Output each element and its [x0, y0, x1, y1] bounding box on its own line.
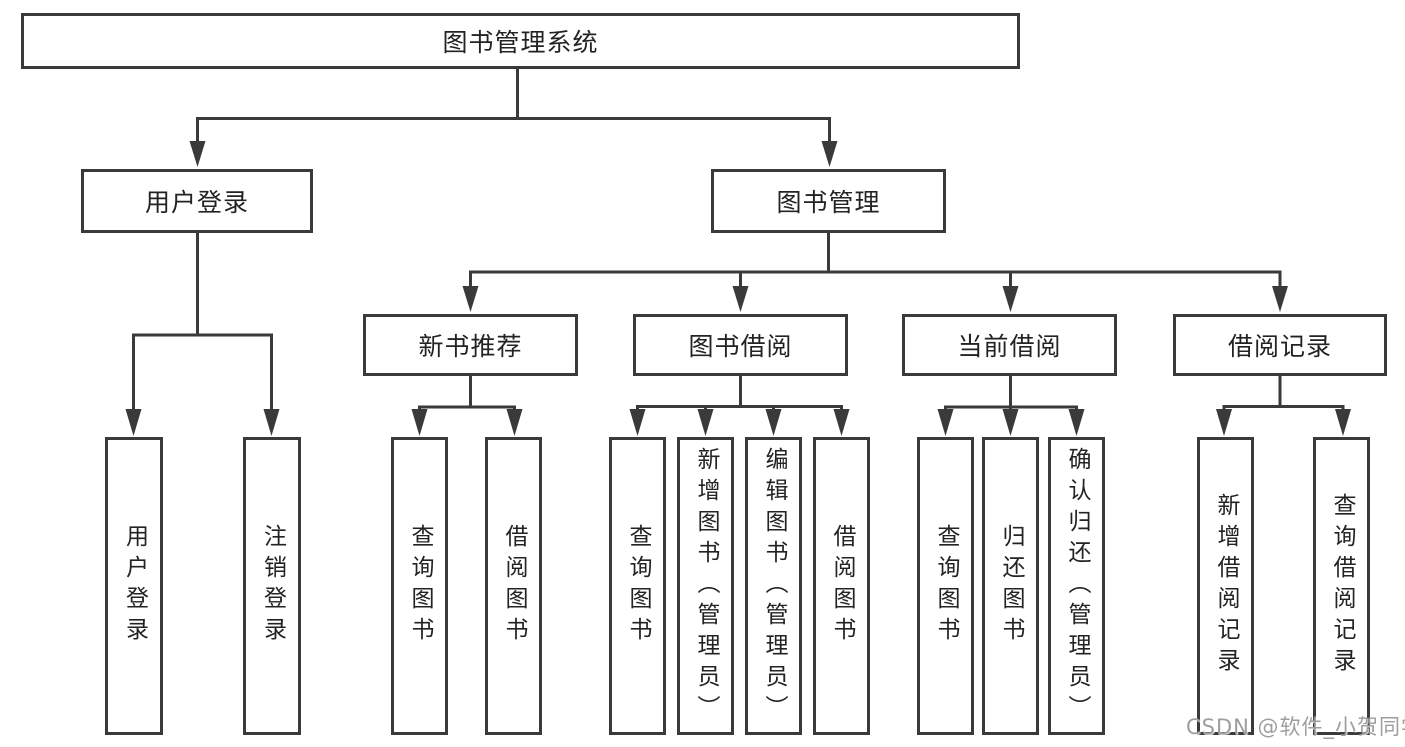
leaf-borrow-add-books-admin-label: 新增图书（管理员）	[693, 446, 719, 726]
leaf-logout-label: 注销登录	[259, 524, 286, 648]
leaf-borrow-query-books-label: 查询图书	[625, 524, 651, 648]
arrowhead	[765, 409, 782, 436]
node-borrow-records-label: 借阅记录	[1227, 332, 1332, 361]
arrowhead	[1216, 409, 1232, 436]
leaf-newbook-query-books: 查询图书	[391, 437, 448, 735]
arrowhead	[1002, 286, 1019, 312]
node-current-borrow: 当前借阅	[902, 314, 1117, 376]
leaf-borrow-edit-books-admin: 编辑图书（管理员）	[745, 437, 802, 735]
leaf-borrow-edit-books-admin-label: 编辑图书（管理员）	[761, 446, 787, 726]
node-current-borrow-label: 当前借阅	[957, 332, 1062, 361]
leaf-records-query-label: 查询借阅记录	[1329, 493, 1355, 679]
arrowhead	[462, 286, 479, 312]
leaf-user-login-label: 用户登录	[121, 524, 148, 648]
arrowhead	[506, 409, 523, 436]
leaf-logout: 注销登录	[243, 437, 301, 735]
node-book-management: 图书管理	[711, 169, 946, 233]
leaf-user-login: 用户登录	[105, 437, 163, 735]
node-book-borrow: 图书借阅	[633, 314, 848, 376]
leaf-records-query: 查询借阅记录	[1313, 437, 1370, 735]
edge-book-mgmt-to-level3	[469, 233, 1282, 287]
edge-root-to-level2	[196, 69, 831, 142]
node-root: 图书管理系统	[21, 13, 1020, 69]
edge-current-borrow-to-leaves	[944, 376, 1078, 409]
node-book-borrow-label: 图书借阅	[688, 332, 793, 361]
arrowhead	[821, 141, 838, 167]
arrowheads	[125, 141, 1351, 436]
node-root-label: 图书管理系统	[442, 28, 599, 57]
node-borrow-records: 借阅记录	[1173, 314, 1387, 376]
arrowhead	[732, 286, 749, 312]
leaf-borrow-borrow-books: 借阅图书	[813, 437, 870, 735]
edge-new-books-to-leaves	[418, 376, 516, 409]
csdn-watermark: CSDN @软件_小贺同学	[1186, 715, 1405, 739]
leaf-records-add-label: 新增借阅记录	[1213, 493, 1239, 679]
leaf-borrow-borrow-books-label: 借阅图书	[829, 524, 855, 648]
node-new-book-recommend: 新书推荐	[363, 314, 578, 376]
leaf-current-query-books: 查询图书	[917, 437, 974, 735]
arrowhead	[1002, 409, 1019, 436]
arrowhead	[1335, 409, 1351, 436]
leaf-borrow-add-books-admin: 新增图书（管理员）	[677, 437, 734, 735]
arrowhead	[263, 409, 280, 436]
edge-user-login-to-leaves	[132, 233, 273, 409]
arrowhead	[125, 409, 142, 436]
leaf-borrow-query-books: 查询图书	[609, 437, 666, 735]
leaf-newbook-query-books-label: 查询图书	[407, 524, 433, 648]
edge-book-borrow-to-leaves	[636, 376, 843, 409]
arrowhead	[697, 409, 714, 436]
leaf-records-add: 新增借阅记录	[1197, 437, 1254, 735]
arrowhead	[833, 409, 850, 436]
arrowhead	[411, 409, 428, 436]
leaf-current-return-books-label: 归还图书	[998, 524, 1024, 648]
edge-records-to-leaves	[1222, 376, 1345, 409]
arrowhead	[1068, 409, 1085, 436]
leaf-current-confirm-return-admin-label: 确认归还（管理员）	[1064, 446, 1090, 726]
leaf-current-return-books: 归还图书	[982, 437, 1039, 735]
leaf-newbook-borrow-books: 借阅图书	[485, 437, 542, 735]
arrowhead	[189, 141, 206, 167]
arrowhead	[937, 409, 954, 436]
leaf-newbook-borrow-books-label: 借阅图书	[501, 524, 527, 648]
leaf-current-confirm-return-admin: 确认归还（管理员）	[1048, 437, 1105, 735]
edges	[132, 69, 1345, 409]
node-new-book-recommend-label: 新书推荐	[418, 332, 523, 361]
leaf-current-query-books-label: 查询图书	[933, 524, 959, 648]
arrowhead	[629, 409, 646, 436]
node-user-login-label: 用户登录	[144, 188, 249, 217]
arrowhead	[1272, 286, 1288, 312]
node-book-management-label: 图书管理	[776, 188, 881, 217]
node-user-login: 用户登录	[81, 169, 313, 233]
